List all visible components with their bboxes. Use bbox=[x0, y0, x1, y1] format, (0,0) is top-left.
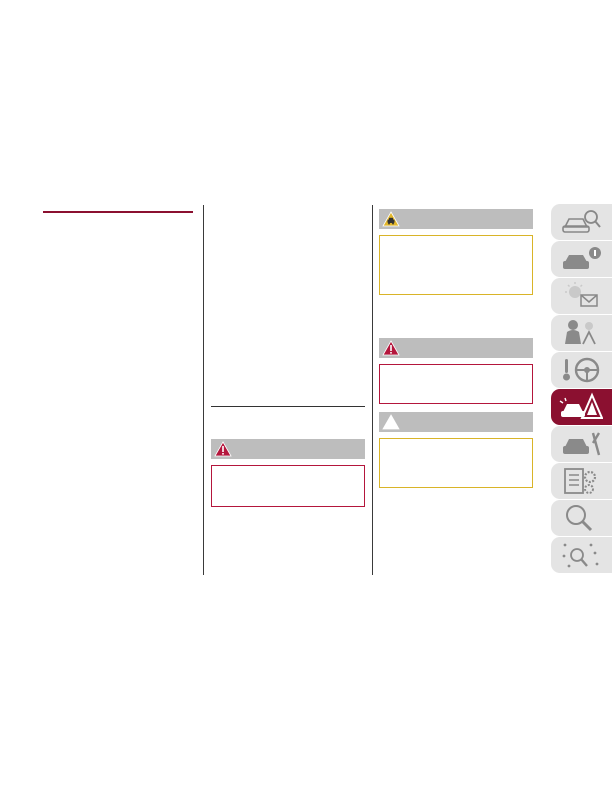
emergency-hazard-icon bbox=[559, 392, 603, 419]
lights-message-icon bbox=[565, 282, 598, 307]
tab-safety[interactable] bbox=[551, 315, 612, 351]
tab-starting-driving[interactable] bbox=[551, 352, 612, 388]
warning-header bbox=[379, 209, 533, 229]
caution-vehicle-icon bbox=[382, 211, 400, 227]
steering-wheel-icon bbox=[563, 357, 600, 383]
search-index-icon bbox=[566, 505, 593, 532]
tab-search[interactable] bbox=[551, 500, 612, 536]
car-search-icon bbox=[562, 210, 601, 233]
warning-body bbox=[379, 235, 533, 295]
warning-header bbox=[379, 412, 533, 432]
tab-dashboard[interactable] bbox=[551, 241, 612, 277]
warning-body bbox=[211, 465, 365, 507]
subsection-rule bbox=[211, 406, 365, 407]
danger-exclamation-icon bbox=[382, 340, 400, 356]
warning-header bbox=[379, 338, 533, 358]
seat-airbag-icon bbox=[565, 320, 596, 345]
section-heading-rule bbox=[43, 211, 193, 213]
tab-in-an-emergency[interactable] bbox=[551, 389, 612, 425]
column-separator-left bbox=[203, 205, 204, 575]
danger-exclamation-icon bbox=[214, 441, 232, 457]
warning-danger-right bbox=[379, 338, 533, 404]
tab-servicing-maintenance[interactable] bbox=[551, 426, 612, 462]
tab-index[interactable] bbox=[551, 537, 612, 573]
warning-caution-plain bbox=[379, 412, 533, 488]
tab-technical-specifications[interactable] bbox=[551, 463, 612, 499]
warning-caution-vehicle bbox=[379, 209, 533, 295]
caution-blank-icon bbox=[382, 414, 400, 430]
car-maintenance-icon bbox=[563, 432, 601, 456]
warning-body bbox=[379, 438, 533, 488]
column-separator-right bbox=[372, 205, 373, 575]
warning-danger-middle bbox=[211, 439, 365, 507]
warning-header bbox=[211, 439, 365, 459]
tab-lights-messages[interactable] bbox=[551, 278, 612, 314]
specifications-icon bbox=[564, 468, 597, 494]
alphabetical-index-icon bbox=[562, 543, 599, 568]
warning-body bbox=[379, 364, 533, 404]
car-info-icon bbox=[563, 247, 601, 269]
tab-getting-to-know-vehicle[interactable] bbox=[551, 204, 612, 240]
